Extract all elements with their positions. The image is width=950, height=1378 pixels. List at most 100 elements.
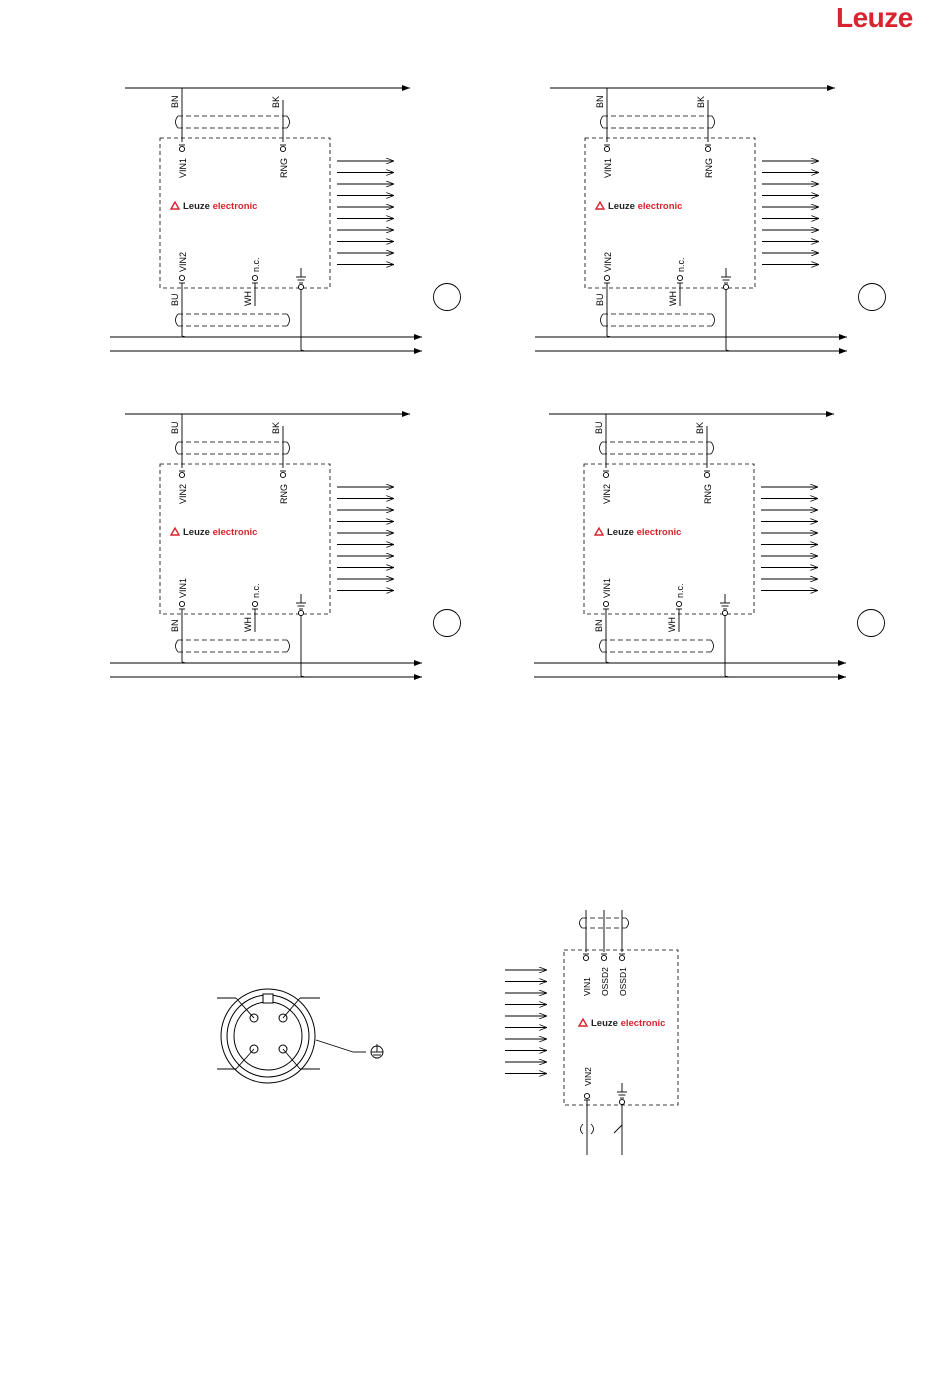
shield-right-curve: [712, 116, 715, 128]
receiver-input-arrows: [505, 970, 547, 1074]
box-brand-label: Leuze electronic: [595, 527, 681, 538]
box-brand-label: Leuze electronic: [171, 201, 257, 212]
bottom-cable-shield: [176, 314, 290, 326]
shield-right-curve: [287, 442, 290, 454]
bottom-mid-wire-label: WH: [243, 617, 253, 632]
brand-text: Leuze electronic: [183, 527, 257, 538]
shield-left-curve: [580, 918, 583, 928]
brand-name: Leuze: [607, 527, 637, 538]
top-left-pin: [604, 146, 609, 151]
m12-connector-pinout: [217, 989, 383, 1083]
top-right-wire-label: BK: [271, 422, 281, 434]
brand-triangle-icon: [596, 202, 604, 209]
shield-lines: [178, 640, 287, 652]
top-wire-label: BN: [595, 95, 605, 108]
nc-pin-label: n.c.: [251, 257, 261, 272]
top-cable-shield: [600, 442, 714, 454]
receiver-shield-bend: [614, 1125, 622, 1133]
top-right-pin-label: RNG: [704, 158, 714, 178]
bottom-wire-label: BN: [170, 619, 180, 632]
box-ground-icon: [720, 594, 730, 609]
shield-lines: [602, 640, 711, 652]
top-cable-shield: [176, 442, 290, 454]
top-wire-label: BU: [594, 421, 604, 434]
bottom-pin-label: VIN2: [178, 252, 188, 272]
shield-left-curve: [601, 116, 604, 128]
top-pin-label: VIN1: [178, 158, 188, 178]
nc-pin: [252, 601, 257, 606]
bottom-left-pin: [179, 275, 184, 280]
reference-circle: [858, 610, 885, 637]
receiver-top-pin-1: [583, 955, 588, 960]
receiver-top-pin-label-1: VIN1: [582, 977, 592, 996]
brand-suffix: electronic: [621, 1018, 666, 1029]
shield-left-curve: [176, 116, 179, 128]
box-brand-label: Leuze electronic: [171, 527, 257, 538]
shield-right-curve: [626, 918, 629, 928]
bottom-wire-label: BU: [170, 293, 180, 306]
nc-pin: [676, 601, 681, 606]
top-right-pin: [280, 146, 285, 151]
top-right-wire-label: BK: [695, 422, 705, 434]
shield-lines: [603, 314, 712, 326]
shield-lines: [178, 116, 287, 128]
leader-shield: [316, 1040, 353, 1052]
top-cable-shield: [176, 116, 290, 128]
top-right-pin-label: RNG: [703, 484, 713, 504]
ground-terminal: [298, 284, 303, 289]
top-left-pin: [603, 472, 608, 477]
bottom-wire-label: BU: [595, 293, 605, 306]
box-brand-label: Leuze electronic: [596, 201, 682, 212]
receiver-top-pin-3: [619, 955, 624, 960]
receiver-top-pin-label-2: OSSD2: [600, 967, 610, 996]
receiver-top-pin-label-3: OSSD1: [618, 967, 628, 996]
shield-lines: [178, 442, 287, 454]
shield-right-curve: [711, 640, 714, 652]
receiver-bottom-pin-label: VIN2: [583, 1067, 593, 1086]
top-right-wire-label: BK: [271, 96, 281, 108]
bottom-cable-shield: [601, 314, 715, 326]
output-arrows: [337, 161, 394, 265]
brand-name: Leuze: [183, 527, 213, 538]
brand-text: Leuze electronic: [591, 1018, 665, 1029]
top-right-wire-label: BK: [696, 96, 706, 108]
shield-lines: [178, 314, 287, 326]
brand-suffix: electronic: [638, 201, 683, 212]
brand-triangle-icon: [595, 528, 603, 535]
brand-text: Leuze electronic: [608, 201, 682, 212]
bottom-cable-shield: [600, 640, 714, 652]
brand-suffix: electronic: [213, 201, 258, 212]
brand-name: Leuze: [183, 201, 213, 212]
box-ground-icon: [721, 268, 731, 283]
connector-key-notch: [263, 994, 273, 1003]
brand-name: Leuze: [608, 201, 638, 212]
receiver-ground-terminal: [619, 1099, 624, 1104]
top-wire-label: BU: [170, 421, 180, 434]
shield-left-curve: [176, 640, 179, 652]
top-pin-label: VIN2: [602, 484, 612, 504]
brand-triangle-icon: [171, 528, 179, 535]
top-wire-label: BN: [170, 95, 180, 108]
bottom-left-pin: [603, 601, 608, 606]
nc-pin: [252, 275, 257, 280]
top-pin-label: VIN2: [178, 484, 188, 504]
wiring-quadrant-4: BUBKVIN2RNGLeuze electronicVIN1n.c.BNWH: [534, 414, 885, 677]
bottom-pin-label: VIN1: [602, 578, 612, 598]
output-arrows: [761, 487, 818, 591]
shield-lines: [602, 442, 711, 454]
bottom-left-pin: [604, 275, 609, 280]
ground-terminal: [722, 610, 727, 615]
shield-right-curve: [287, 314, 290, 326]
ground-terminal: [298, 610, 303, 615]
ground-terminal: [723, 284, 728, 289]
shield-right-curve: [711, 442, 714, 454]
top-right-pin: [280, 472, 285, 477]
output-arrows: [337, 487, 394, 591]
box-ground-icon: [296, 268, 306, 283]
shield-right-curve: [712, 314, 715, 326]
top-right-pin: [705, 146, 710, 151]
